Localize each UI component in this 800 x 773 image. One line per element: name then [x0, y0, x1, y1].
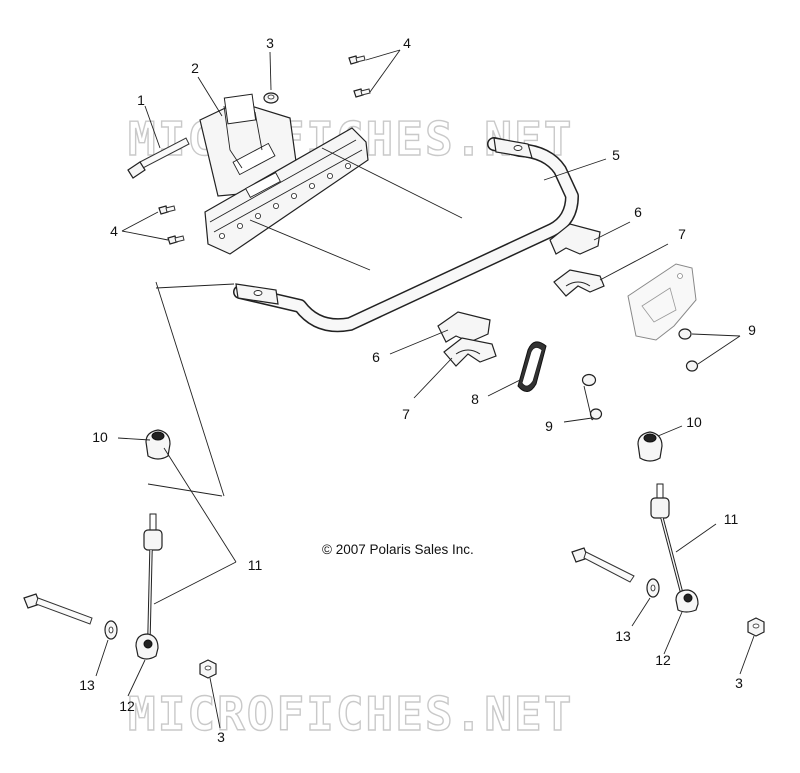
callout-11-right: 11: [724, 511, 739, 527]
leader-bracket-left: [249, 219, 371, 271]
washer-left: [104, 620, 118, 640]
callout-1: 1: [137, 92, 145, 108]
callout-3-top: 3: [266, 35, 274, 51]
callout-7-left: 7: [402, 406, 410, 422]
stabilizer-bar: [233, 137, 579, 333]
nut-lower-right: [747, 617, 765, 637]
nut-lower-left: [199, 659, 217, 679]
rubber-mount-left: [145, 429, 171, 460]
callout-8: 8: [471, 391, 479, 407]
callout-12-right: 12: [655, 652, 671, 668]
callout-13-right: 13: [615, 628, 631, 644]
leader-lines: [95, 49, 755, 729]
callout-6-left: 6: [372, 349, 380, 365]
bolt-top: [127, 137, 190, 179]
callout-10-left: 10: [92, 429, 108, 445]
small-bolts: [158, 55, 371, 245]
callout-4-left: 4: [110, 223, 118, 239]
callout-7-right: 7: [678, 226, 686, 242]
bolt-lower-left: [23, 593, 93, 625]
callout-9-mid: 9: [545, 418, 553, 434]
callout-4-top: 4: [403, 35, 411, 51]
callout-13-left: 13: [79, 677, 95, 693]
callout-3-right: 3: [735, 675, 743, 691]
callout-5: 5: [612, 147, 620, 163]
mounting-bracket: [199, 93, 369, 255]
callout-numbers: 1 2 3 4 4 5 6 7 6 7 8 9 9 10 10 11 11 13…: [79, 35, 756, 745]
bolt-lower-right: [571, 547, 635, 583]
watermark-bottom: MICROFICHES.NET: [128, 687, 573, 741]
callout-9-right: 9: [748, 322, 756, 338]
nuts-9: [581, 328, 699, 420]
callout-10-right: 10: [686, 414, 702, 430]
callout-12-left: 12: [119, 698, 135, 714]
end-link-left: [135, 513, 163, 660]
bushings-left: [437, 311, 497, 367]
copyright-notice: © 2007 Polaris Sales Inc.: [322, 542, 474, 557]
leader-bracket-right: [321, 147, 463, 219]
rubber-mount-right: [637, 431, 663, 462]
callout-6-right: 6: [634, 204, 642, 220]
washer-right: [646, 578, 660, 598]
callout-11-left: 11: [248, 557, 263, 573]
nut-top: [263, 92, 279, 104]
callout-3-bottom: 3: [217, 729, 225, 745]
end-link-right: [650, 483, 699, 613]
bushings-right: [549, 223, 605, 297]
callout-2: 2: [191, 60, 199, 76]
mounting-plate-right: [627, 263, 697, 341]
clamp-strap: [517, 341, 547, 392]
